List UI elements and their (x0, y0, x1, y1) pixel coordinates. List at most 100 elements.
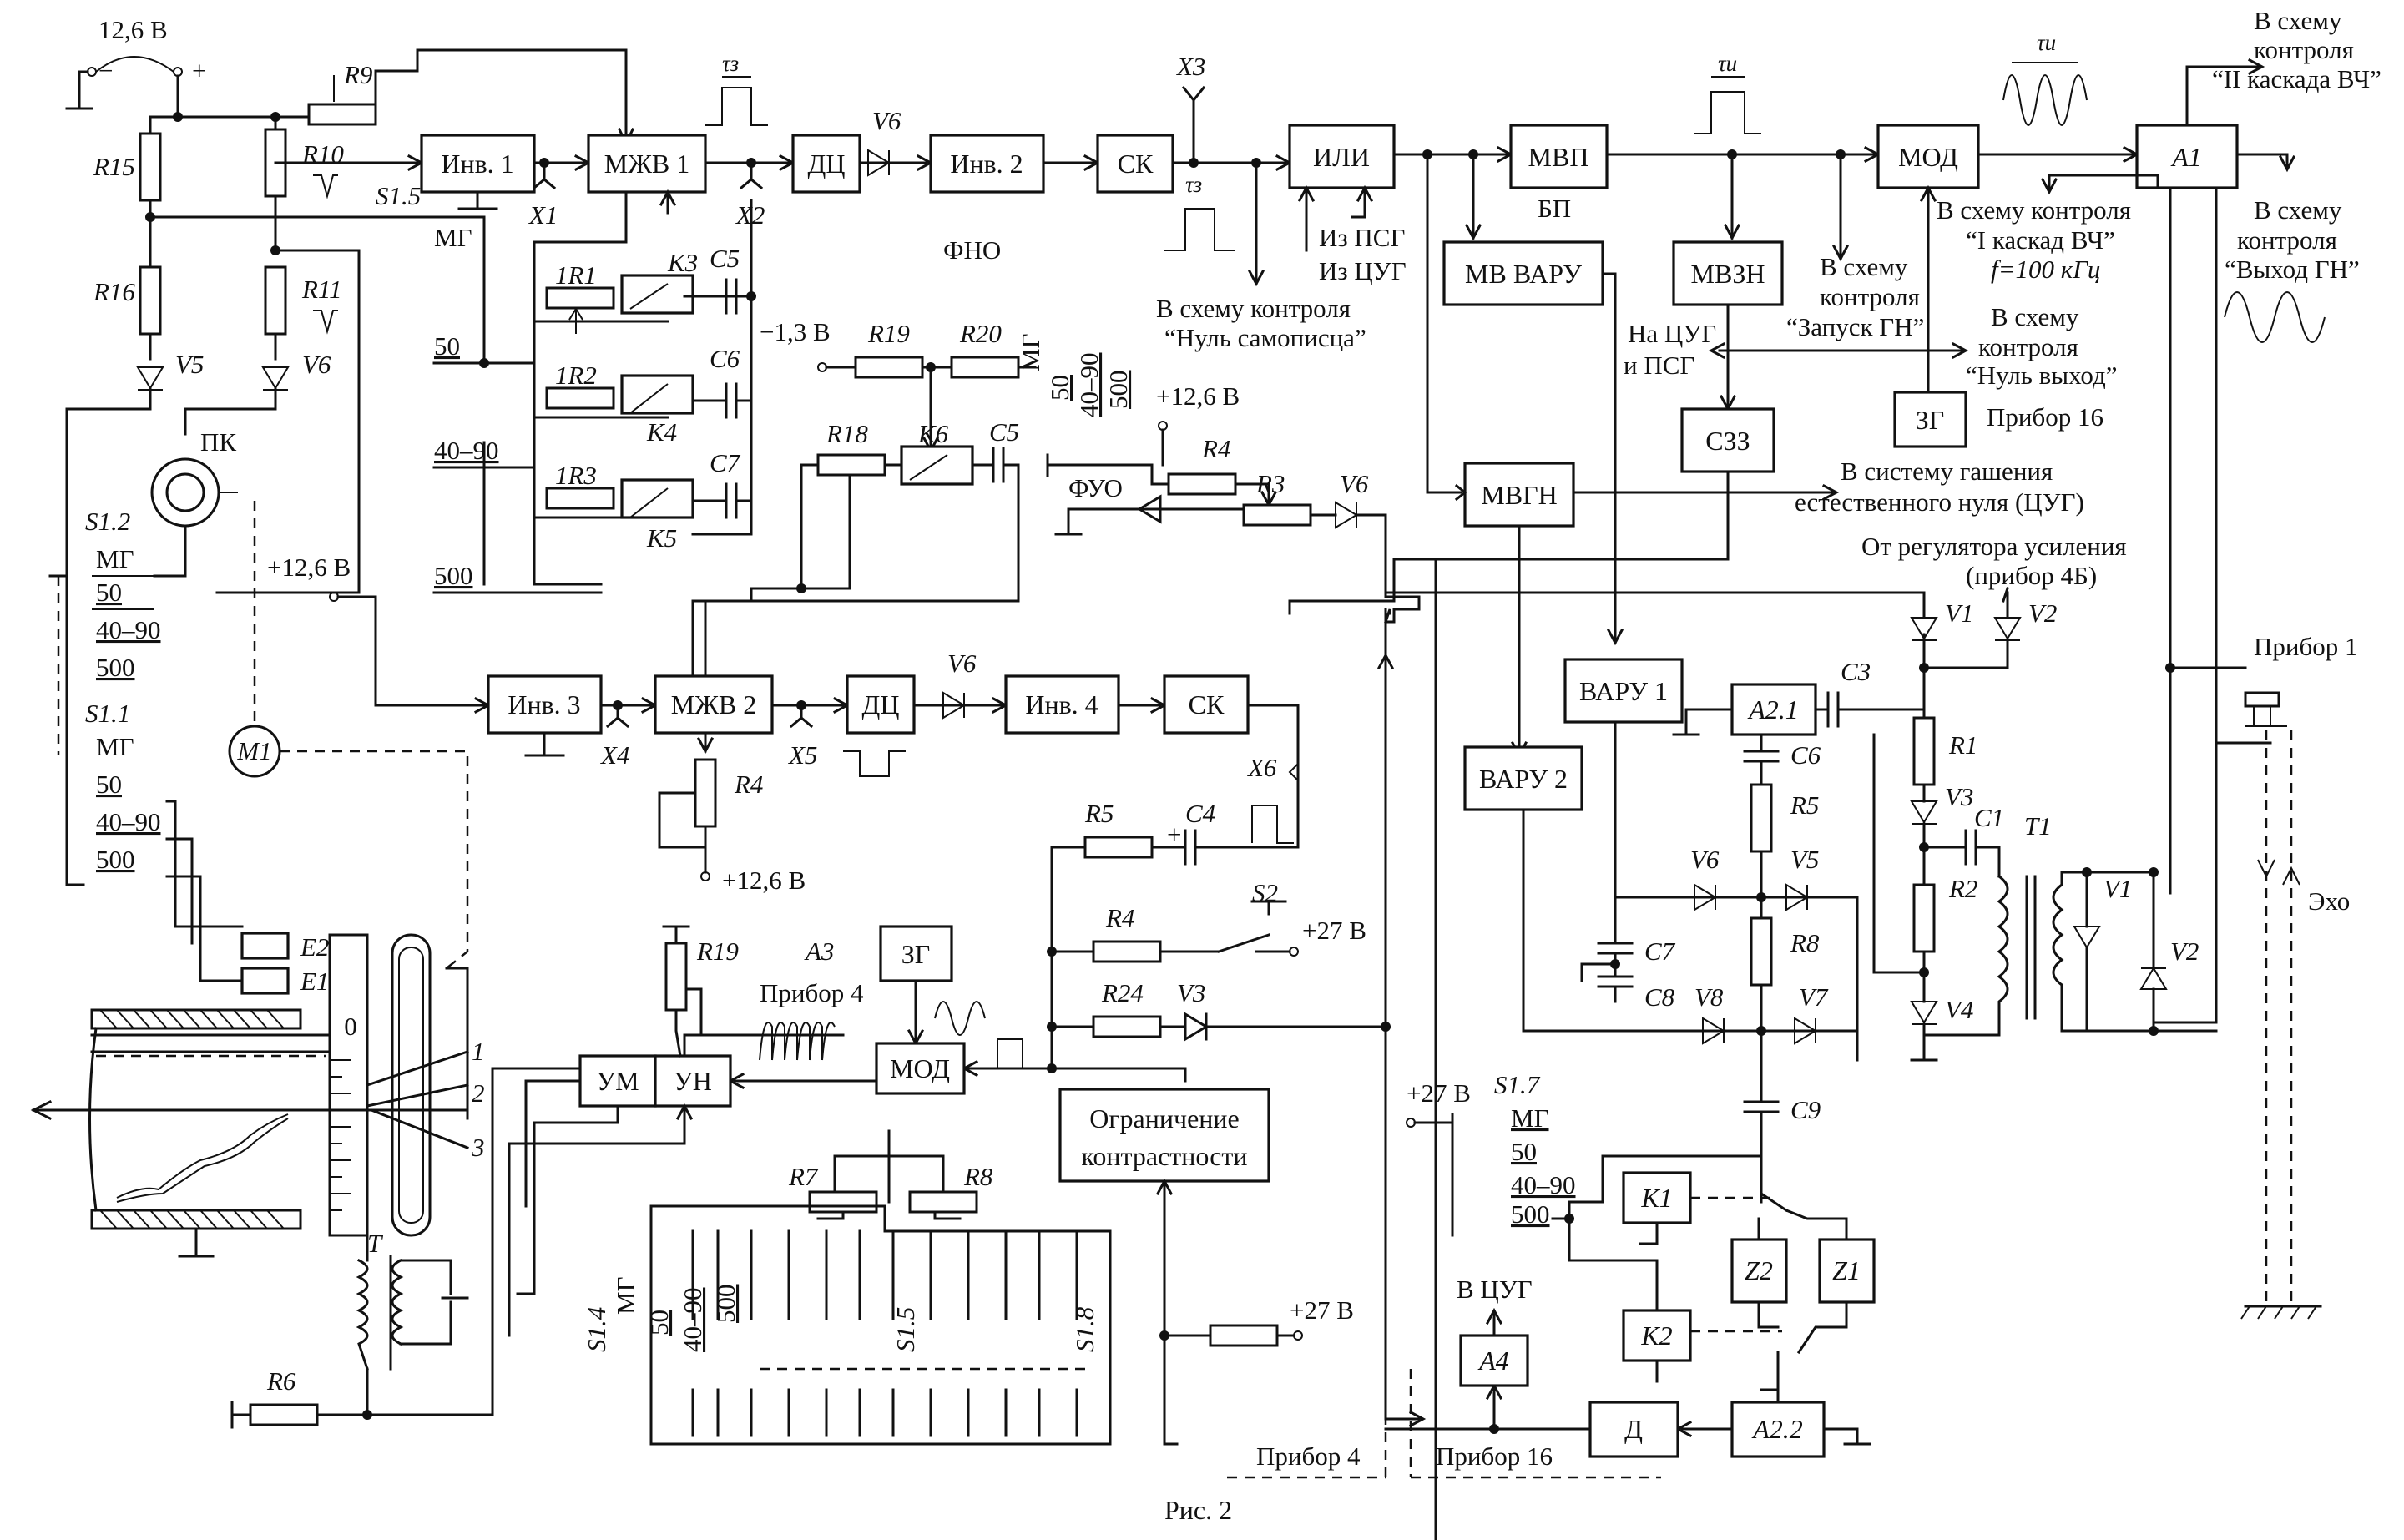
block-dc2: ДЦ (846, 674, 916, 735)
block-sk1: СК (1096, 134, 1174, 194)
svg-text:СЗЗ: СЗЗ (1705, 426, 1750, 456)
ii-vch-line3: “II каскада ВЧ” (2212, 64, 2381, 93)
block-inv2: Инв. 2 (929, 134, 1045, 194)
s15-label: S1.5 (376, 181, 421, 210)
block-varu2: ВАРУ 2 (1463, 745, 1583, 811)
r4-label-a: R4 (1201, 434, 1230, 463)
k-relay-network: 1R1 K3 C5 1R2 K4 C6 1R3 K5 C7 S1.5 МГ 50… (332, 181, 756, 594)
block-limit-contrast: Ограничение контрастности (1058, 1088, 1270, 1183)
nul-sam-line1: В схему контроля (1156, 294, 1351, 323)
s14-40-90: 40–90 (678, 1288, 707, 1353)
fuo-500: 500 (1104, 371, 1133, 410)
c4-plus: + (1167, 820, 1181, 849)
block-inv3: Инв. 3 (487, 674, 603, 735)
s11-500: 500 (96, 845, 135, 874)
v5-label-b: V5 (1790, 845, 1819, 874)
block-szz: СЗЗ (1680, 407, 1775, 473)
fuo-mg: МГ (1016, 334, 1045, 372)
supply-voltage-label: 12,6 В (98, 15, 168, 44)
block-d: Д (1588, 1401, 1679, 1458)
v126-left: +12,6 В (267, 553, 351, 582)
s12-label: S1.2 (85, 507, 130, 536)
recorder-driver: R5 C4 + R4 S2 +27 В R24 V3 ЗГ МОД A3 При… (508, 649, 1427, 1446)
s14-mg: МГ (611, 1277, 640, 1315)
svg-text:A4: A4 (1477, 1346, 1509, 1376)
v4-label: V4 (1945, 995, 1973, 1024)
svg-text:Инв. 3: Инв. 3 (508, 689, 580, 720)
middle-upper-blocks: МВ ВАРУ МВЗН В схему контроля “Запуск ГН… (1434, 240, 2127, 1540)
block-dc1: ДЦ (791, 134, 861, 194)
ii-vch-line1: В схему (2254, 6, 2342, 35)
na-cug-line1: На ЦУГ (1628, 319, 1716, 348)
c4-label: C4 (1185, 799, 1215, 828)
block-zg-bottom: ЗГ (879, 925, 953, 982)
svg-text:A2.2: A2.2 (1751, 1414, 1803, 1444)
s15b-label: S1.5 (891, 1307, 920, 1352)
svg-text:Ограничение: Ограничение (1089, 1103, 1239, 1134)
v3-label-a: V3 (1177, 978, 1205, 1007)
echo-label: Эхо (2308, 886, 2350, 916)
resistor-1r3 (545, 487, 615, 510)
svg-text:Д: Д (1624, 1414, 1643, 1444)
resistor-r11 (264, 265, 287, 336)
nulvyh-line1: В схему (1991, 302, 2079, 331)
i-vch-line2: “I каскад ВЧ” (1966, 225, 2115, 255)
resistor-r16 (139, 265, 162, 336)
r1-label: R1 (1948, 730, 1977, 760)
svg-text:контрастности: контрастности (1081, 1141, 1247, 1171)
svg-text:Инв. 4: Инв. 4 (1025, 689, 1098, 720)
svg-text:СК: СК (1118, 149, 1154, 179)
c7-label-b: C7 (1644, 937, 1676, 966)
r5-label-b: R5 (1790, 790, 1819, 820)
c5-label: C5 (710, 244, 740, 273)
c9-label: C9 (1790, 1095, 1821, 1124)
svg-text:МЖВ 2: МЖВ 2 (671, 689, 756, 720)
block-k5 (620, 478, 694, 519)
nulvyh-line2: контроля (1978, 332, 2078, 361)
fuo-50: 50 (1045, 375, 1074, 401)
x2-label: X2 (735, 200, 765, 230)
block-mod-top: МОД (1876, 124, 1980, 189)
reg-line2: (прибор 4Б) (1966, 561, 2097, 590)
v1-label-b: V1 (2104, 874, 2132, 903)
block-mv-varu: МВ ВАРУ (1442, 240, 1604, 306)
r4-label-b: R4 (734, 770, 763, 799)
block-a22: A2.2 (1730, 1401, 1826, 1458)
block-k4 (620, 374, 694, 415)
zapusk-line2: контроля (1820, 282, 1920, 311)
second-row-blocks: +12,6 В Инв. 3 X4 МЖВ 2 R4 +12,6 В X5 ДЦ… (267, 553, 1300, 895)
top-row-blocks: Инв. 1 X1 МЖВ 1 X2 τз ДЦ V6 Инв. 2 СК X3… (274, 6, 2381, 1024)
svg-text:МОД: МОД (1898, 142, 1958, 172)
resistor-r4-c (1092, 940, 1162, 963)
fuo-40-90: 40–90 (1074, 353, 1104, 418)
nul-sam-line2: “Нуль самописца” (1164, 323, 1366, 352)
s12-500: 500 (96, 653, 135, 682)
supply-plus: + (192, 56, 206, 85)
v6-label-c: V6 (1340, 469, 1369, 498)
gash-line1: В систему гашения (1841, 457, 2053, 486)
x4-label: X4 (599, 740, 629, 770)
block-un: УН (654, 1054, 732, 1108)
marker-1: 1 (472, 1037, 485, 1066)
block-e1 (240, 967, 290, 995)
r16-label: R16 (93, 277, 135, 306)
pk-label: ПК (200, 427, 236, 457)
s15-50: 50 (434, 331, 460, 361)
recorder-drum: 0 1 2 3 T R6 (30, 933, 586, 1429)
gash-line2: естественного нуля (ЦУГ) (1795, 487, 2084, 517)
v1-label-a: V1 (1945, 598, 1973, 628)
r19-label-a: R19 (867, 319, 910, 348)
resistor-1r2 (545, 386, 615, 410)
v2-label-a: V2 (2028, 598, 2057, 628)
s15-500: 500 (434, 561, 473, 590)
i-vch-line1: В схему контроля (1937, 195, 2131, 225)
r20-label: R20 (959, 319, 1002, 348)
switch-s1-left: S1.2 МГ 50 40–90 500 S1.1 МГ 50 40–90 50… (48, 501, 469, 996)
s11-50: 50 (96, 770, 122, 799)
svg-text:ДЦ: ДЦ (862, 689, 900, 720)
from-cug-label: Из ЦУГ (1319, 256, 1407, 285)
s11-label: S1.1 (85, 699, 130, 728)
fuo-label: ФУО (1068, 473, 1123, 502)
s14-label: S1.4 (582, 1307, 611, 1352)
